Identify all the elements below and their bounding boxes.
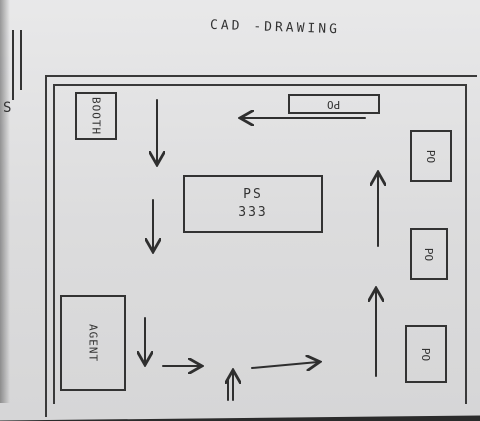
inner-frame [53, 84, 467, 404]
sheet-edge-line [20, 30, 22, 90]
ps-number: 333 [238, 205, 268, 220]
arrow-right-2 [251, 362, 318, 368]
paper-shadow [0, 0, 10, 403]
agent-label: AGENT [86, 323, 100, 363]
po-right-box-2: PO [410, 228, 448, 280]
ps-box: PS 333 [183, 175, 323, 233]
booth-label: BOOTH [89, 96, 103, 136]
margin-mark: S [3, 100, 12, 116]
ps-label: PS [243, 187, 263, 202]
po-right-box-3: PO [405, 325, 447, 383]
flow-arrows [0, 110, 480, 384]
po-right-box-1: PO [410, 130, 452, 182]
outer-frame [45, 75, 477, 417]
booth-box: BOOTH [75, 92, 117, 140]
agent-box: AGENT [60, 295, 126, 391]
sheet-edge-line [12, 30, 14, 100]
po-top-box: PO [288, 94, 380, 114]
